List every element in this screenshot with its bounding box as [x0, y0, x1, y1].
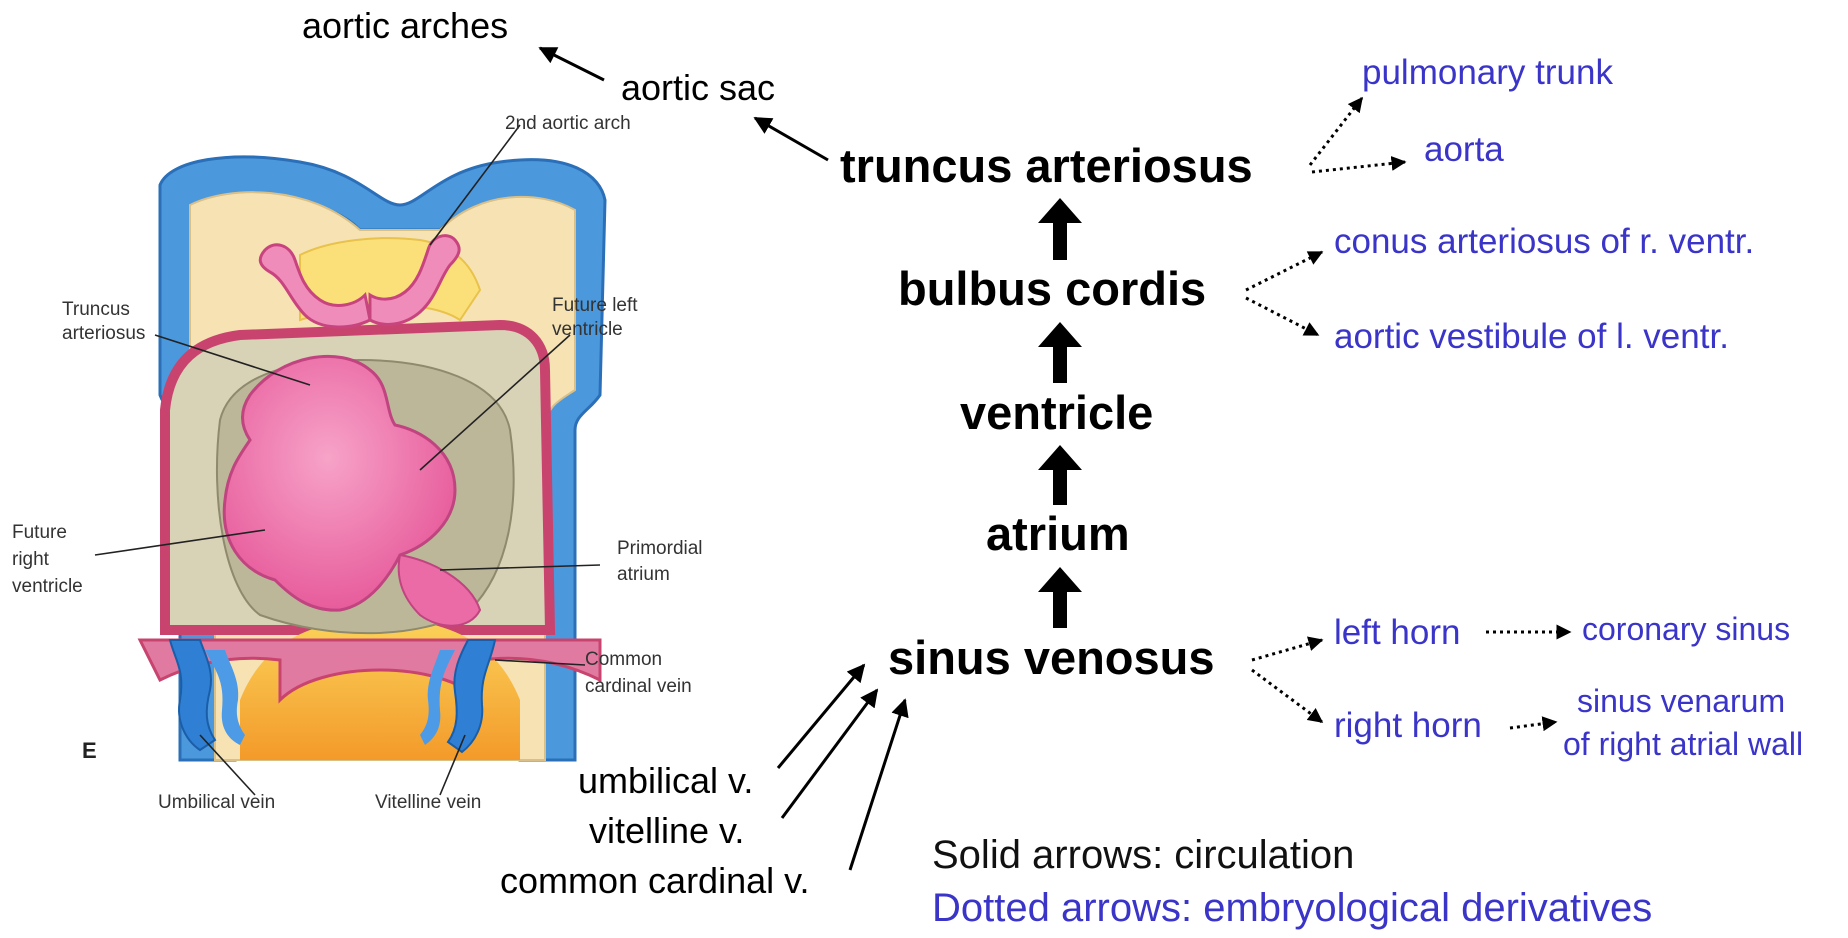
label-umbilical-vein: Umbilical vein — [158, 792, 275, 813]
legend-solid-arrows: Solid arrows: circulation — [932, 833, 1354, 877]
label-truncus-line1: Truncus — [62, 299, 130, 320]
label-cardinal-line1: Common — [585, 649, 662, 670]
label-primordial-line1: Primordial — [617, 538, 703, 559]
arrow-ventricle-to-bulbus — [1038, 322, 1082, 383]
label-primordial-line2: atrium — [617, 564, 670, 585]
label-future-right-line3: ventricle — [12, 576, 83, 597]
embryonic-heart-illustration: 2nd aortic arch Truncus arteriosus Futur… — [12, 113, 703, 813]
label-vitelline-vein: Vitelline vein — [375, 792, 481, 813]
label-future-left-line1: Future left — [552, 295, 638, 316]
dotted-arrow-sinus-right-horn — [1252, 670, 1322, 722]
vitelline-vein-label: vitelline v. — [589, 810, 744, 851]
arrow-bulbus-to-truncus — [1038, 198, 1082, 260]
dotted-arrow-right-horn-venarum — [1510, 722, 1556, 728]
dotted-arrow-bulbus-conus — [1246, 252, 1322, 290]
derivative-left-horn: left horn — [1334, 613, 1460, 652]
dotted-arrow-truncus-pulmonary — [1310, 98, 1362, 165]
derivative-sinus-venarum-line2: of right atrial wall — [1563, 726, 1803, 762]
panel-letter: E — [82, 738, 97, 763]
arrow-atrium-to-ventricle — [1038, 445, 1082, 505]
label-future-right-line1: Future — [12, 522, 67, 543]
arrow-sinus-to-atrium — [1038, 567, 1082, 628]
stage-truncus-arteriosus: truncus arteriosus — [840, 139, 1253, 192]
arrow-truncus-to-aortic-sac — [755, 118, 828, 160]
derivative-coronary-sinus: coronary sinus — [1582, 611, 1790, 647]
derivative-aortic-vestibule: aortic vestibule of l. ventr. — [1334, 317, 1729, 356]
label-truncus-line2: arteriosus — [62, 323, 145, 344]
arrow-aortic-sac-to-arches — [540, 48, 604, 80]
aortic-sac-label: aortic sac — [621, 67, 775, 108]
derivative-conus-arteriosus: conus arteriosus of r. ventr. — [1334, 222, 1754, 261]
dotted-arrow-sinus-left-horn — [1252, 640, 1322, 660]
arrow-umbilical-to-sinus — [778, 665, 864, 768]
legend-dotted-arrows: Dotted arrows: embryological derivatives — [932, 886, 1652, 930]
label-future-right-line2: right — [12, 549, 50, 570]
label-future-left-line2: ventricle — [552, 319, 623, 340]
derivative-aorta: aorta — [1424, 130, 1504, 169]
derivative-pulmonary-trunk: pulmonary trunk — [1362, 53, 1613, 92]
aortic-arches-label: aortic arches — [302, 5, 508, 46]
label-2nd-aortic-arch: 2nd aortic arch — [505, 113, 631, 134]
derivative-right-horn: right horn — [1334, 706, 1482, 745]
stage-sinus-venosus: sinus venosus — [888, 631, 1215, 684]
common-cardinal-vein-label: common cardinal v. — [500, 860, 809, 901]
stage-atrium: atrium — [986, 507, 1130, 560]
umbilical-vein-label: umbilical v. — [578, 760, 753, 801]
label-cardinal-line2: cardinal vein — [585, 676, 692, 697]
arrow-vitelline-to-sinus — [782, 690, 877, 818]
derivative-sinus-venarum-line1: sinus venarum — [1577, 683, 1785, 719]
stage-ventricle: ventricle — [960, 386, 1153, 439]
dotted-arrow-bulbus-vestibule — [1246, 298, 1318, 335]
arrow-cardinal-to-sinus — [850, 700, 905, 870]
dotted-arrow-truncus-aorta — [1312, 162, 1405, 172]
stage-bulbus-cordis: bulbus cordis — [898, 262, 1206, 315]
